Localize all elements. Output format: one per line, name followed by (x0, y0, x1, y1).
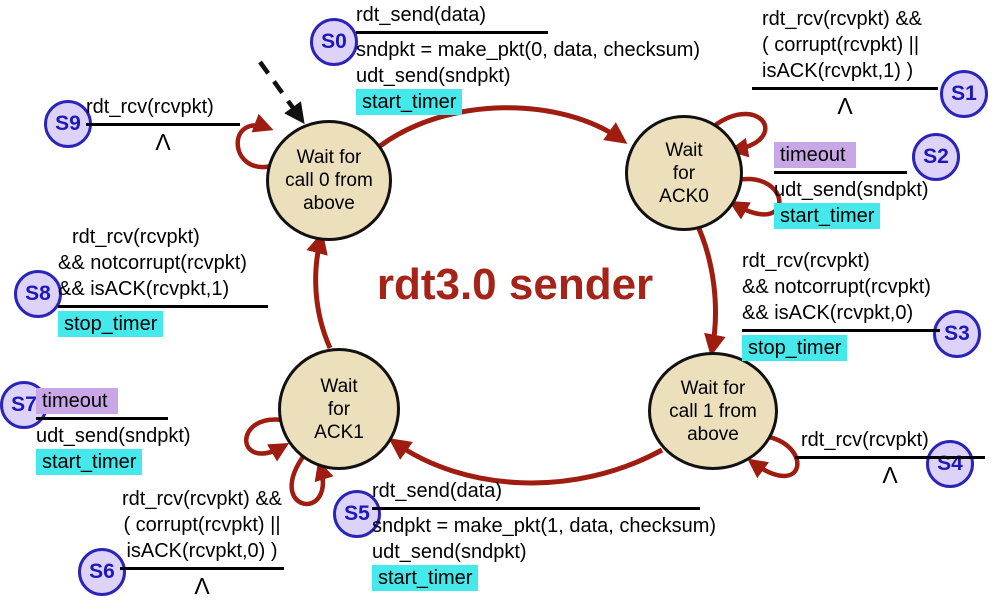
start-timer-highlight: start_timer (36, 449, 143, 475)
state-label-line: call 1 from (669, 400, 757, 422)
action-line-lambda: Λ (837, 93, 853, 119)
selfloop-ack1-s6 (289, 452, 334, 507)
action-line: sndpkt = make_pkt(1, data, checksum) (372, 515, 717, 537)
transition-label-s5: rdt_send(data) sndpkt = make_pkt(1, data… (372, 478, 716, 591)
arc-call0-to-ack0 (378, 105, 628, 149)
selfloop-call0-s9 (235, 113, 274, 170)
event-line: ( corrupt(rcvpkt) || (762, 34, 920, 56)
badge-s8: S8 (14, 270, 62, 318)
transition-label-s2: timeout udt_send(sndpkt) start_timer (774, 142, 929, 229)
action-line: udt_send(sndpkt) (774, 179, 929, 201)
event-line: && notcorrupt(rcvpkt) (742, 276, 931, 298)
badge-s6: S6 (78, 548, 126, 596)
badge-s1: S1 (940, 70, 988, 118)
transition-label-s0: rdt_send(data) sndpkt = make_pkt(0, data… (356, 2, 700, 115)
event-line: rdt_rcv(rcvpkt) (86, 96, 214, 118)
action-line-lambda: Λ (194, 573, 210, 599)
stop-timer-highlight: stop_timer (742, 335, 848, 361)
event-action-separator (752, 87, 938, 90)
arc-call1-to-ack1 (388, 438, 664, 486)
event-line: rdt_rcv(rcvpkt) && (121, 488, 283, 510)
state-label-line: ACK0 (659, 185, 709, 207)
event-line: rdt_rcv(rcvpkt) && (762, 8, 923, 30)
event-action-separator (774, 171, 907, 174)
action-line: stop_timer (742, 335, 940, 361)
event-line: rdt_rcv(rcvpkt) (801, 429, 929, 451)
action-line: start_timer (356, 89, 700, 115)
action-line: stop_timer (58, 311, 268, 337)
event-action-separator (36, 417, 168, 420)
event-action-separator (86, 123, 240, 126)
transition-label-s8: rdt_rcv(rcvpkt) && notcorrupt(rcvpkt) &&… (58, 224, 268, 337)
state-label-line: Wait (320, 375, 358, 397)
event-line: && isACK(rcvpkt,1) (58, 278, 230, 300)
action-line-lambda: Λ (882, 462, 898, 488)
event-line: isACK(rcvpkt,1) ) (762, 60, 914, 82)
action-line: udt_send(sndpkt) (372, 541, 527, 563)
transition-label-s9: rdt_rcv(rcvpkt) Λ (86, 94, 240, 155)
event-line: timeout (36, 388, 191, 414)
arc-ack0-to-call1 (693, 220, 726, 357)
state-label-line: Wait for (296, 147, 362, 168)
badge-s5: S5 (333, 490, 381, 538)
action-line: start_timer (774, 203, 929, 229)
state-wait-ack1: Wait for ACK1 (278, 348, 400, 470)
event-line: isACK(rcvpkt,0) ) (126, 540, 278, 562)
transition-label-s1: rdt_rcv(rcvpkt) && ( corrupt(rcvpkt) || … (752, 6, 938, 119)
selfloop-ack0-s1 (712, 111, 768, 158)
event-line: rdt_send(data) (372, 480, 503, 502)
initial-state-dashed-arrow (258, 60, 305, 125)
action-line: udt_send(sndpkt) (36, 425, 191, 447)
state-label-line: above (687, 423, 739, 445)
diagram-title: rdt3.0 sender (376, 260, 654, 309)
event-line: timeout (774, 142, 929, 168)
event-action-separator (795, 456, 985, 459)
selfloop-call1-s4 (747, 433, 800, 479)
state-wait-call0: Wait for call 0 from above (266, 120, 392, 241)
selfloop-ack0-s2 (728, 176, 782, 220)
timeout-highlight: timeout (36, 388, 118, 414)
state-label-line: for (672, 162, 696, 184)
state-wait-call1: Wait for call 1 from above (648, 352, 778, 470)
state-label-line: above (303, 193, 355, 214)
event-line: rdt_rcv(rcvpkt) (72, 226, 200, 248)
event-action-separator (58, 305, 268, 308)
state-label-line: call 0 from (285, 170, 373, 191)
action-line: start_timer (372, 565, 716, 591)
event-line: && notcorrupt(rcvpkt) (58, 252, 247, 274)
action-line: udt_send(sndpkt) (356, 65, 511, 87)
selfloop-ack1-s7 (244, 417, 290, 462)
arc-ack1-to-call0 (306, 231, 333, 350)
badge-s3: S3 (933, 310, 981, 358)
action-line: start_timer (36, 449, 191, 475)
state-label-line: ACK1 (314, 421, 364, 443)
transition-label-s3: rdt_rcv(rcvpkt) && notcorrupt(rcvpkt) &&… (742, 248, 940, 361)
badge-s0: S0 (310, 18, 358, 66)
event-line: ( corrupt(rcvpkt) || (123, 514, 281, 536)
event-line: rdt_rcv(rcvpkt) (742, 250, 870, 272)
state-wait-ack0: Wait for ACK0 (625, 115, 743, 231)
state-label-line: for (327, 398, 351, 420)
event-action-separator (356, 31, 548, 34)
action-line-lambda: Λ (155, 129, 171, 155)
transition-label-s6: rdt_rcv(rcvpkt) && ( corrupt(rcvpkt) || … (118, 486, 286, 599)
event-line: && isACK(rcvpkt,0) (742, 302, 914, 324)
state-label-line: Wait for (680, 377, 746, 399)
action-line: sndpkt = make_pkt(0, data, checksum) (356, 39, 701, 61)
start-timer-highlight: start_timer (774, 203, 881, 229)
event-action-separator (372, 507, 700, 510)
event-action-separator (742, 329, 940, 332)
state-label-line: Wait (665, 139, 703, 161)
event-line: rdt_send(data) (356, 4, 487, 26)
badge-s2: S2 (912, 133, 960, 181)
start-timer-highlight: start_timer (372, 565, 479, 591)
timeout-highlight: timeout (774, 142, 856, 168)
stop-timer-highlight: stop_timer (58, 311, 164, 337)
transition-label-s4: rdt_rcv(rcvpkt) Λ (795, 427, 985, 488)
transition-label-s7: timeout udt_send(sndpkt) start_timer (36, 388, 191, 475)
event-action-separator (120, 567, 284, 570)
start-timer-highlight: start_timer (356, 89, 463, 115)
badge-s9: S9 (44, 100, 92, 148)
